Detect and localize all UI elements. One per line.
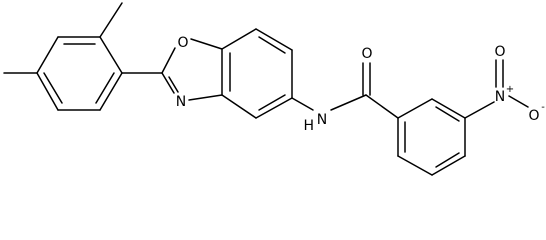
- bond-c2-n: [161, 72, 175, 94]
- bond-carbonyl-ring: [365, 94, 399, 119]
- bond-ring-nitro: [464, 101, 495, 119]
- bond-n-c3a: [188, 94, 223, 101]
- double-bond-inner: [435, 106, 460, 122]
- double-bond-inner: [95, 72, 115, 104]
- double-bond-c2-n: [168, 76, 179, 93]
- double-bond-inner: [43, 72, 63, 104]
- bond: [221, 94, 257, 119]
- nitro-oxygen-single-label: O: [528, 108, 539, 124]
- benzo-ring: [221, 28, 293, 119]
- nitro-oxygen-double-label: O: [494, 44, 505, 60]
- bond: [99, 72, 123, 111]
- double-bond-inner: [258, 36, 286, 54]
- nitro-nitrogen-charge: +: [506, 84, 514, 95]
- ortho-methyl-bond: [99, 2, 123, 38]
- bond: [99, 36, 123, 74]
- bond: [431, 98, 466, 119]
- bond: [255, 28, 293, 51]
- bond: [36, 36, 59, 74]
- bond: [431, 155, 466, 176]
- bond-nh-carbonyl: [330, 94, 367, 111]
- amide-hydrogen-label: H: [303, 118, 314, 134]
- chemical-structure-drawing: O N N H O N + O - O: [3, 2, 545, 176]
- nitro-nitrogen-label: N: [495, 89, 505, 105]
- benzoxazole-nitrogen-label: N: [176, 94, 186, 110]
- bond: [36, 72, 59, 111]
- dimethylphenyl-ring: [36, 36, 123, 111]
- bond-ring-nh: [291, 97, 314, 111]
- nitrophenyl-ring: [397, 98, 466, 176]
- carbonyl-oxygen-label: O: [361, 46, 372, 62]
- amide-nitrogen-label: N: [317, 112, 327, 128]
- nitro-oxygen-charge: -: [541, 102, 545, 113]
- bond-c2-o: [161, 47, 176, 74]
- oxazole-ring: [161, 38, 223, 101]
- bond-nitro-o-single: [508, 95, 529, 108]
- bond: [397, 98, 433, 119]
- bond: [255, 97, 293, 119]
- benzoxazole-oxygen-label: O: [177, 35, 188, 51]
- bond-o-c7a: [190, 38, 223, 50]
- bond: [397, 155, 433, 176]
- double-bond-inner: [258, 94, 286, 111]
- double-bond-inner: [435, 152, 460, 168]
- bond: [221, 28, 257, 50]
